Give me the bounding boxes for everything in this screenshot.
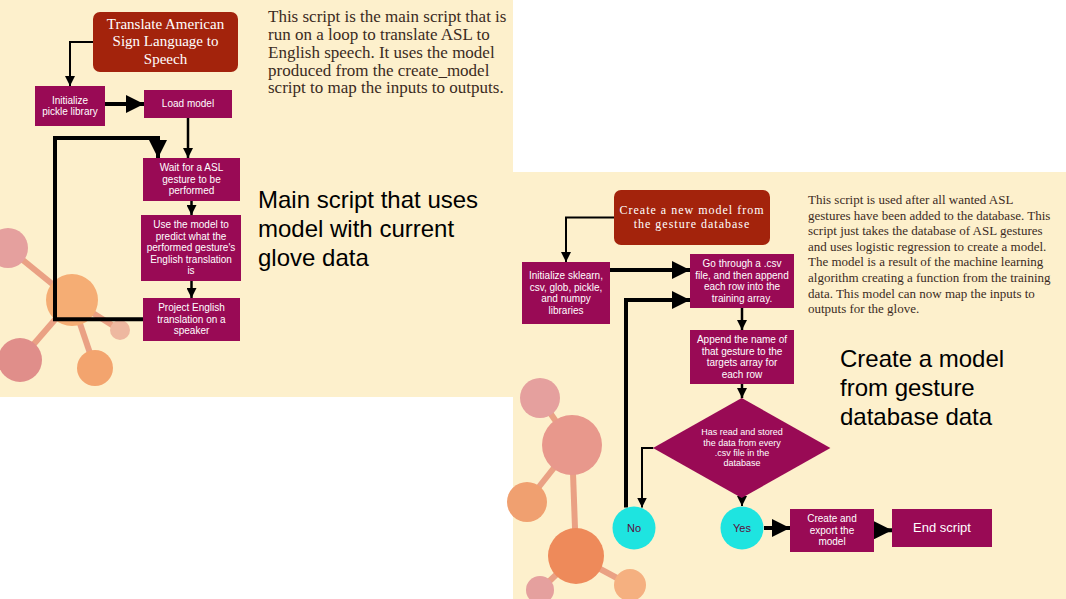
annotation-text: Create a model from gesture database dat… [840, 345, 1055, 431]
molecule-atom [77, 350, 113, 386]
node-text: Use the model to predict what the perfor… [146, 219, 236, 277]
node-text: Wait for a ASL gesture to be performed [148, 162, 235, 197]
decision-diamond: Has read and stored the data from every … [653, 398, 830, 498]
process-box: Initialize pickle library [35, 86, 105, 126]
node-text: Create a new model from the gesture data… [619, 204, 765, 232]
molecule-atom [0, 338, 42, 382]
molecule-atom [548, 528, 604, 584]
flow-arrow [741, 308, 744, 330]
molecule-atom [614, 569, 646, 599]
flow-arrow [642, 448, 653, 508]
flow-arrow [610, 268, 690, 272]
node-text: Initialize sklearn, csv, glob, pickle, a… [527, 270, 605, 316]
molecule-atom [520, 378, 560, 418]
node-text: No [627, 522, 641, 535]
flow-arrow [190, 201, 193, 216]
answer-circle: Yes [720, 506, 764, 550]
process-box: Use the model to predict what the perfor… [141, 215, 241, 281]
flow-arrow [741, 498, 743, 506]
flow-arrow [764, 526, 790, 530]
slide-left [0, 0, 513, 397]
process-box: Wait for a ASL gesture to be performed [143, 158, 240, 201]
flow-arrow [190, 281, 193, 299]
node-text: Project English translation on a speaker [148, 302, 235, 337]
molecule-atom [507, 482, 547, 522]
process-box: Go through a .csv file, and then append … [690, 254, 794, 308]
process-box: Project English translation on a speaker [143, 298, 240, 341]
molecule-atom [526, 576, 554, 599]
process-box: Initialize sklearn, csv, glob, pickle, a… [522, 262, 610, 324]
flow-arrow [874, 528, 892, 532]
node-text: End script [913, 521, 971, 536]
connectors [55, 42, 892, 530]
flow-arrow [566, 218, 614, 263]
molecule-atom [110, 320, 130, 340]
node-text: Translate American Sign Language to Spee… [98, 16, 233, 68]
node-text: Yes [733, 522, 751, 535]
slide-right [513, 172, 1066, 599]
molecule-left [0, 228, 130, 386]
circle-shape [613, 507, 656, 550]
circle-shape [721, 507, 764, 550]
annotation-text: Main script that uses model with current… [258, 186, 508, 272]
process-box: Create and export the model [790, 509, 874, 552]
node-text: Create and export the model [795, 513, 869, 548]
process-box: End script [892, 509, 992, 547]
diamond-shape [653, 398, 830, 498]
molecule-atom [0, 228, 28, 268]
node-text: Initialize pickle library [40, 95, 100, 118]
description-text: This script is used after all wanted ASL… [808, 192, 1053, 317]
answer-circle: No [612, 506, 656, 550]
node-text: Load model [162, 98, 214, 110]
flow-arrow [741, 384, 744, 398]
description-text: This script is the main script that is r… [268, 8, 508, 97]
flow-arrow [187, 118, 190, 158]
molecule-atom [542, 415, 602, 475]
flow-arrow [70, 42, 93, 86]
flow-arrow [105, 102, 144, 106]
process-box: Load model [144, 90, 232, 118]
node-text: Go through a .csv file, and then append … [695, 258, 789, 304]
flow-arrow [626, 300, 690, 508]
node-text: Has read and stored the data from every … [696, 427, 788, 468]
node-text: Append the name of that gesture to the t… [695, 334, 789, 380]
title-box: Translate American Sign Language to Spee… [93, 12, 238, 72]
process-box: Append the name of that gesture to the t… [690, 330, 794, 384]
title-box: Create a new model from the gesture data… [614, 190, 770, 245]
